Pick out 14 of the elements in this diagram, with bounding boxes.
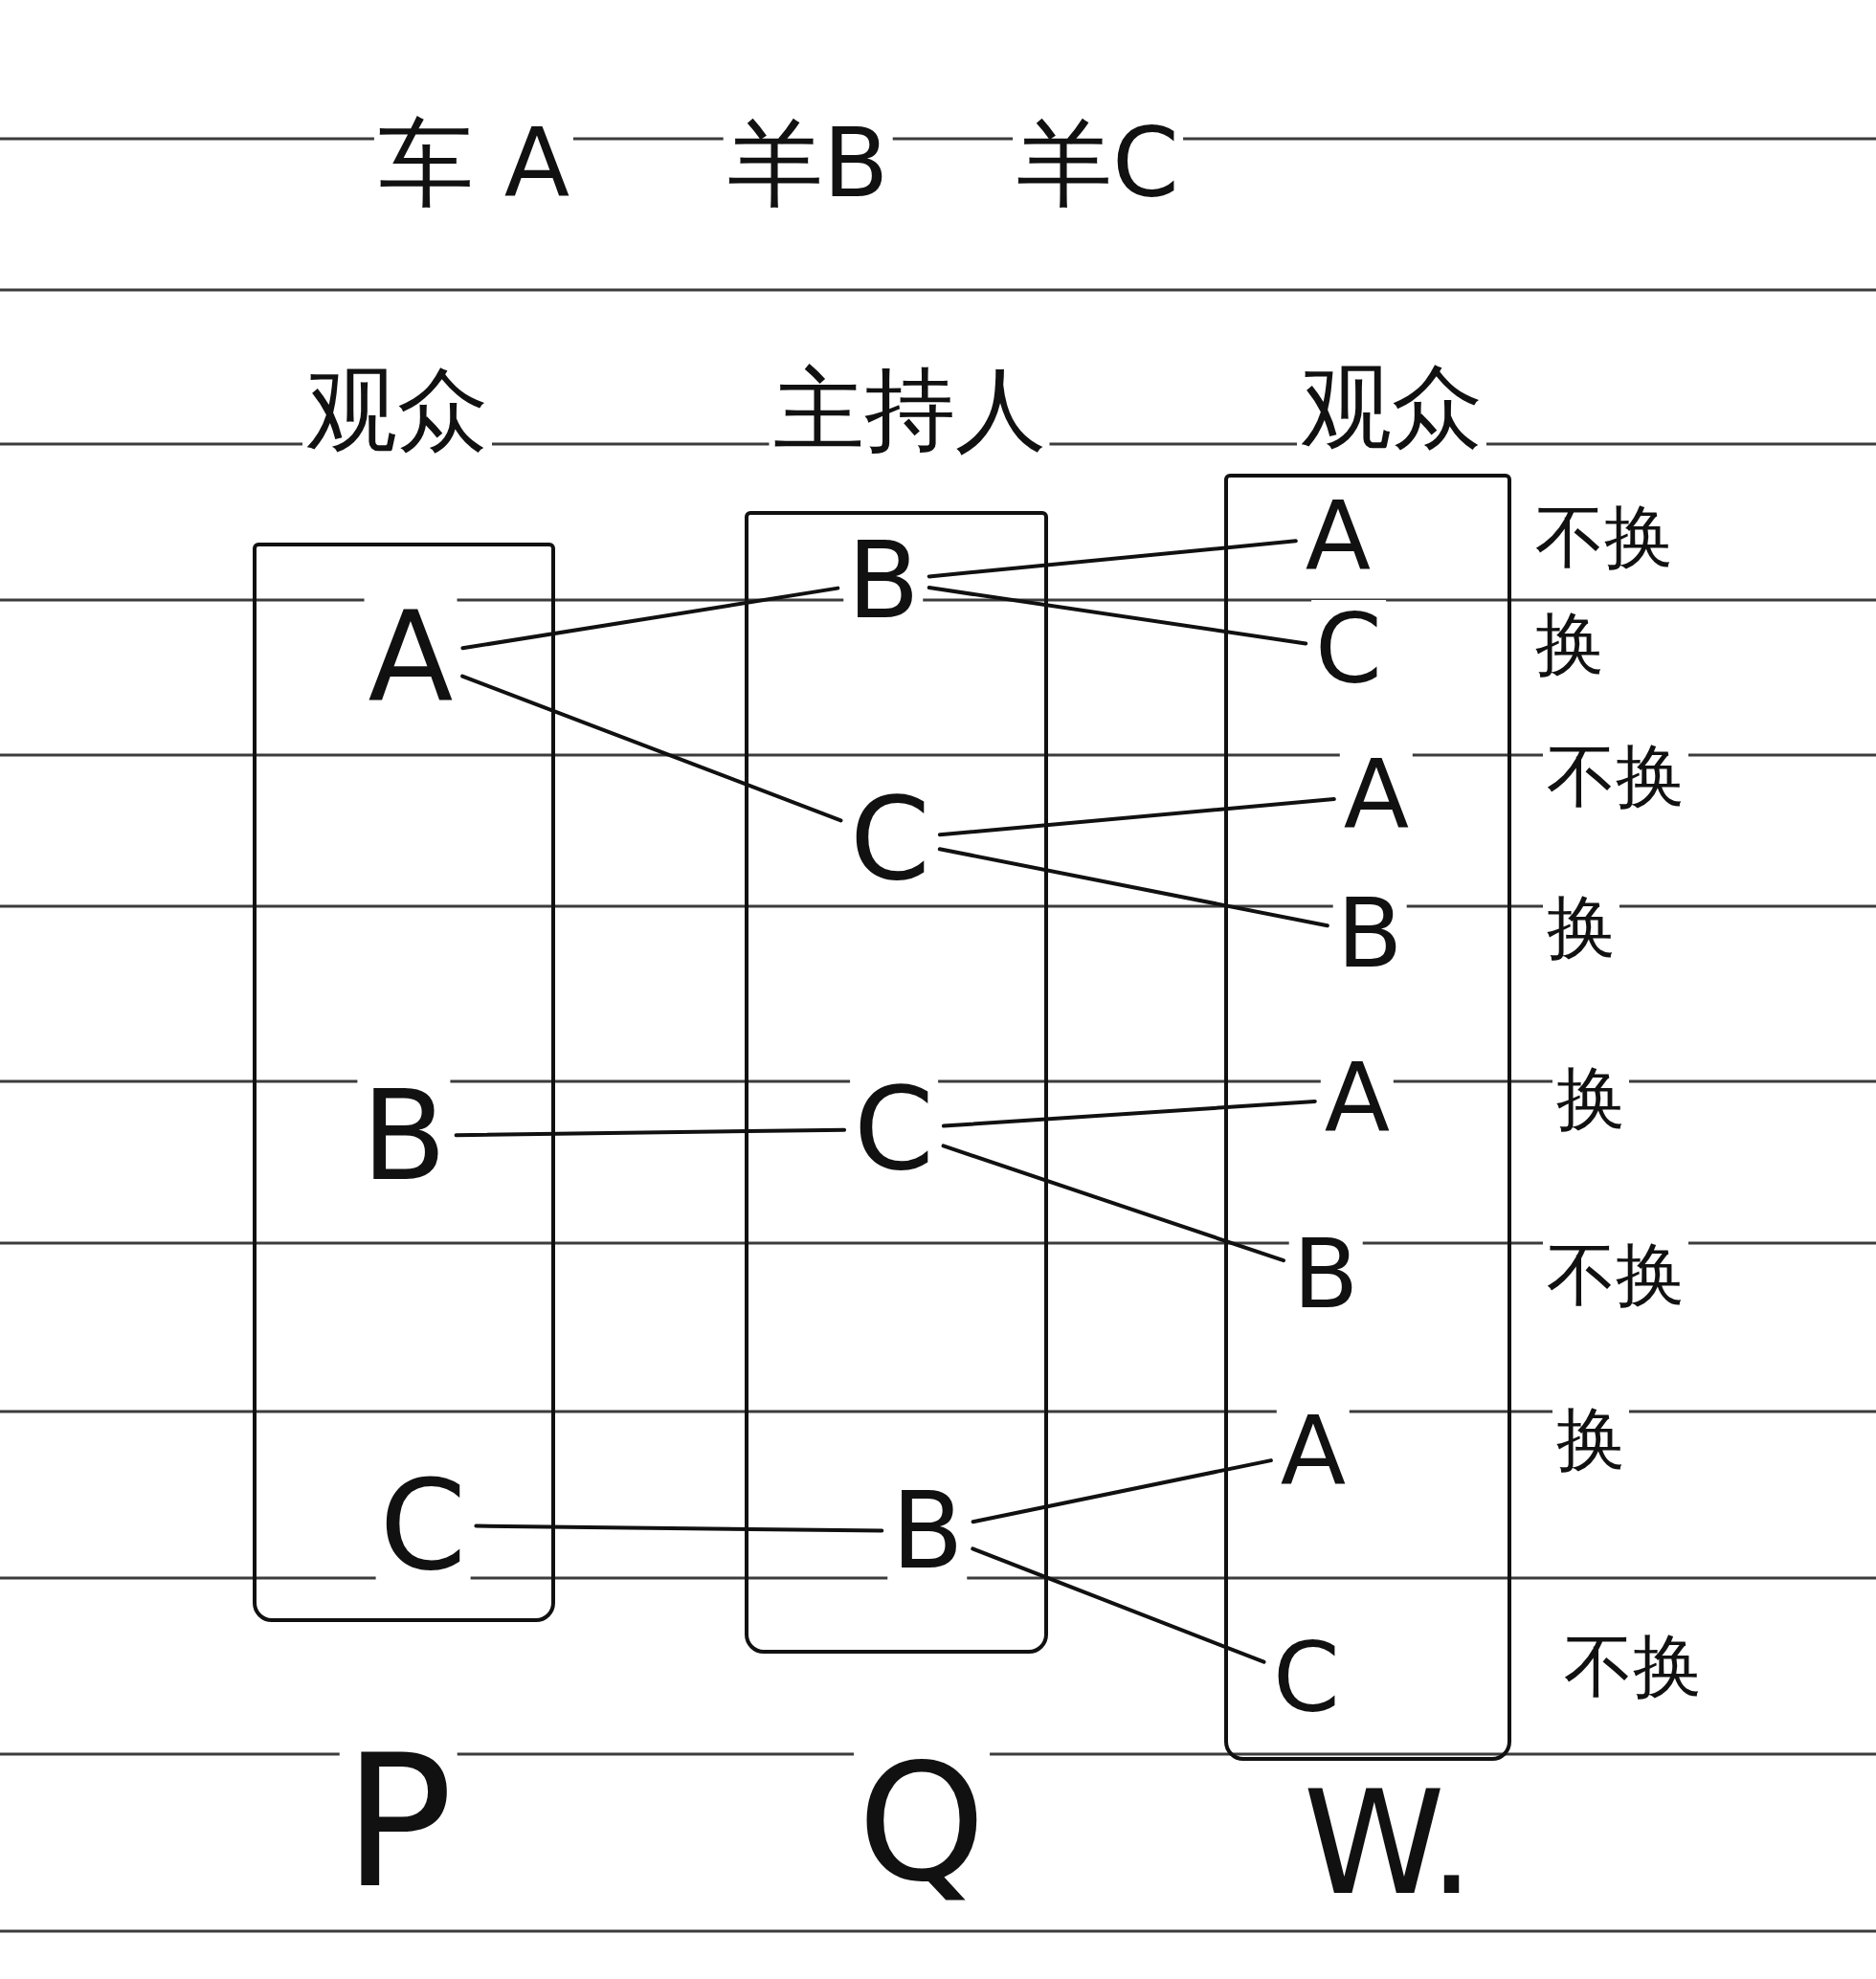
connector-line (971, 1458, 1273, 1524)
connector-line (941, 1144, 1285, 1263)
column-heading: 主持人 (769, 362, 1050, 457)
decision-label: 不换 (1543, 1238, 1688, 1311)
connector-line (460, 674, 843, 823)
connector-line (937, 847, 1329, 928)
connector-line (927, 586, 1308, 646)
connector-line (941, 1099, 1317, 1128)
connector-line (971, 1546, 1266, 1664)
connector-line (474, 1523, 884, 1533)
connector-line (927, 539, 1298, 579)
connector-line (454, 1127, 847, 1138)
connector-line (460, 586, 840, 651)
connector-line (937, 797, 1336, 837)
